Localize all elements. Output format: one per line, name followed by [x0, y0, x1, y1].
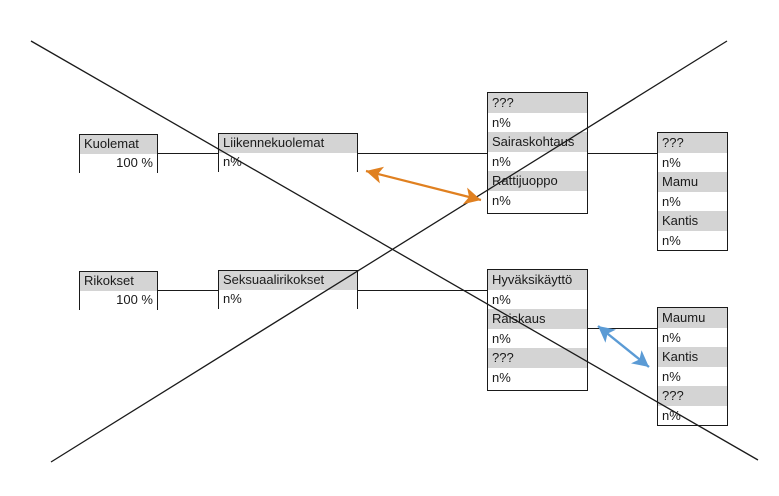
- node-row-value: n%: [488, 112, 587, 132]
- node-row-header: Kantis: [658, 211, 727, 231]
- strike-line-down: [30, 40, 759, 461]
- strike-line-up: [50, 40, 728, 463]
- node-row-value: 100 %: [80, 154, 157, 173]
- blue-double-arrow: [597, 325, 650, 368]
- node-row-header: Kuolemat: [80, 135, 157, 154]
- connector-rikokset-seksuaalirikokset: [158, 290, 218, 291]
- orange-double-arrow: [365, 166, 482, 205]
- node-row-value: n%: [658, 327, 727, 347]
- node-row-value: 100 %: [80, 291, 157, 310]
- node-row-value: n%: [488, 367, 587, 387]
- node-row-header: Maumu: [658, 308, 727, 328]
- node-row-header: ???: [488, 93, 587, 113]
- node-row-header: ???: [658, 133, 727, 153]
- connector-seksuaalirikokset-types: [358, 290, 487, 291]
- connector-types-raiskaus: [588, 328, 657, 329]
- node-row-header: Mamu: [658, 172, 727, 192]
- node-rikokset[interactable]: Rikokset 100 %: [79, 271, 158, 310]
- node-row-value: n%: [658, 152, 727, 172]
- node-row-value: n%: [658, 366, 727, 386]
- node-row-header: Kantis: [658, 347, 727, 367]
- node-liikennekuolemat-causes[interactable]: ??? n% Sairaskohtaus n% Rattijuoppo n%: [487, 92, 588, 214]
- node-row-header: Sairaskohtaus: [488, 132, 587, 152]
- node-row-header: ???: [658, 386, 727, 406]
- node-liikennekuolemat[interactable]: Liikennekuolemat n%: [218, 133, 358, 172]
- node-row-value: n%: [219, 290, 357, 309]
- node-row-header: Hyväksikäyttö: [488, 270, 587, 290]
- node-seksuaalirikokset[interactable]: Seksuaalirikokset n%: [218, 270, 358, 309]
- node-row-value: n%: [488, 289, 587, 309]
- node-row-value: n%: [488, 190, 587, 210]
- node-row-header: ???: [488, 348, 587, 368]
- connector-kuolemat-liikennekuolemat: [158, 153, 218, 154]
- node-row-value: n%: [219, 153, 357, 172]
- node-seksuaalirikokset-types[interactable]: Hyväksikäyttö n% Raiskaus n% ??? n%: [487, 269, 588, 391]
- node-rattijuoppo-breakdown[interactable]: ??? n% Mamu n% Kantis n%: [657, 132, 728, 251]
- node-kuolemat[interactable]: Kuolemat 100 %: [79, 134, 158, 173]
- node-row-value: n%: [658, 405, 727, 425]
- node-row-value: n%: [658, 230, 727, 250]
- connector-causes-rattijuoppo: [588, 153, 657, 154]
- node-row-header: Rattijuoppo: [488, 171, 587, 191]
- node-row-value: n%: [488, 151, 587, 171]
- node-row-header: Rikokset: [80, 272, 157, 291]
- node-row-value: n%: [658, 191, 727, 211]
- connector-liikennekuolemat-causes: [358, 153, 487, 154]
- node-raiskaus-breakdown[interactable]: Maumu n% Kantis n% ??? n%: [657, 307, 728, 426]
- node-row-header: Raiskaus: [488, 309, 587, 329]
- node-row-value: n%: [488, 328, 587, 348]
- node-row-header: Liikennekuolemat: [219, 134, 357, 153]
- node-row-header: Seksuaalirikokset: [219, 271, 357, 290]
